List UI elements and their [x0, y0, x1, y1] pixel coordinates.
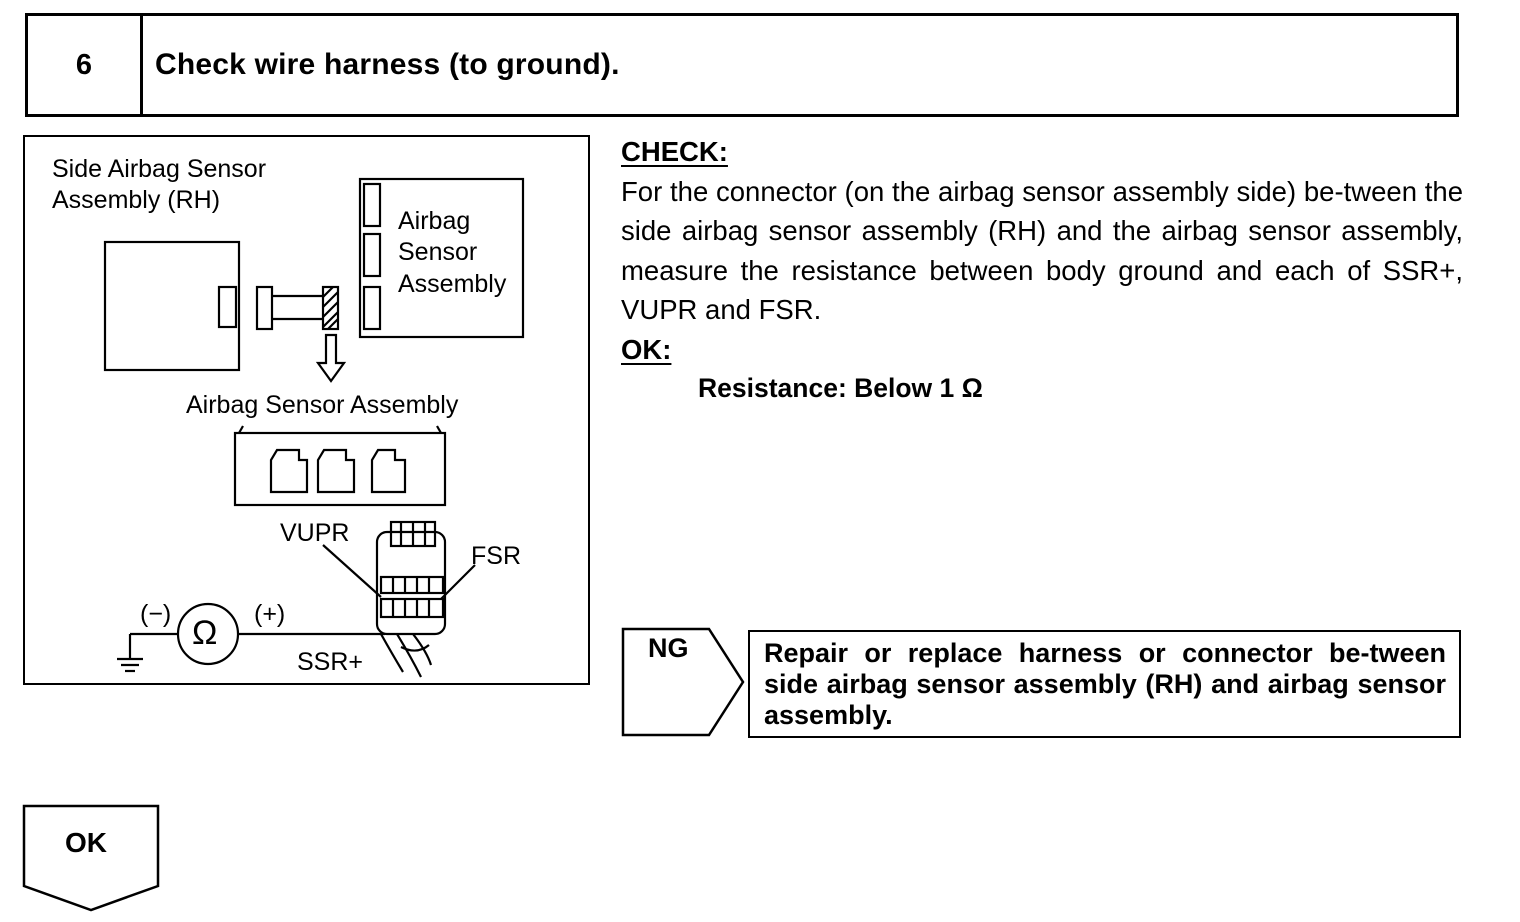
wiring-diagram: Side Airbag Sensor Assembly (RH) Airbag …: [23, 135, 590, 685]
down-arrow: [315, 333, 347, 383]
terminal-ssr-label: SSR+: [297, 648, 364, 676]
terminal-vupr-label: VUPR: [280, 519, 350, 547]
sensor-box-label-line3: Assembly: [398, 270, 507, 298]
step-header: 6 Check wire harness (to ground).: [25, 13, 1459, 117]
meter-positive-label: (+): [254, 600, 286, 628]
check-body: For the connector (on the airbag sensor …: [621, 175, 1463, 326]
terminal-fsr-label: FSR: [471, 542, 521, 570]
probe-connector: [375, 530, 447, 636]
ok-label: OK: [65, 827, 107, 858]
step-title: Check wire harness (to ground).: [155, 48, 620, 81]
side-sensor-label-line1: Side Airbag Sensor: [52, 155, 267, 183]
check-section: CHECK: For the connector (on the airbag …: [621, 132, 1463, 409]
sensor-box-label-line1: Airbag: [398, 207, 471, 235]
ohm-symbol: Ω: [192, 614, 218, 652]
harness-connector-left: [255, 285, 274, 331]
sensor-box-label-line2: Sensor: [398, 238, 478, 266]
diagram-illustration: [103, 177, 525, 678]
ok-arrow: [22, 804, 160, 912]
check-heading: CHECK:: [621, 136, 728, 167]
ok-spec: Resistance: Below 1 Ω: [698, 373, 983, 403]
side-sensor-connector: [217, 285, 238, 329]
connector-face: [233, 431, 447, 507]
step-number: 6: [28, 16, 143, 114]
ng-arrow: [621, 627, 745, 737]
connector-label: Airbag Sensor Assembly: [186, 391, 459, 419]
side-sensor-body: [103, 240, 241, 372]
ng-action: Repair or replace harness or connector b…: [748, 630, 1461, 738]
meter-negative-label: (−): [140, 600, 172, 628]
ok-heading: OK:: [621, 333, 672, 365]
side-sensor-label-line2: Assembly (RH): [52, 186, 221, 214]
harness-connector-right: [321, 285, 340, 331]
ng-label: NG: [648, 633, 689, 663]
airbag-sensor-box: [358, 177, 525, 339]
